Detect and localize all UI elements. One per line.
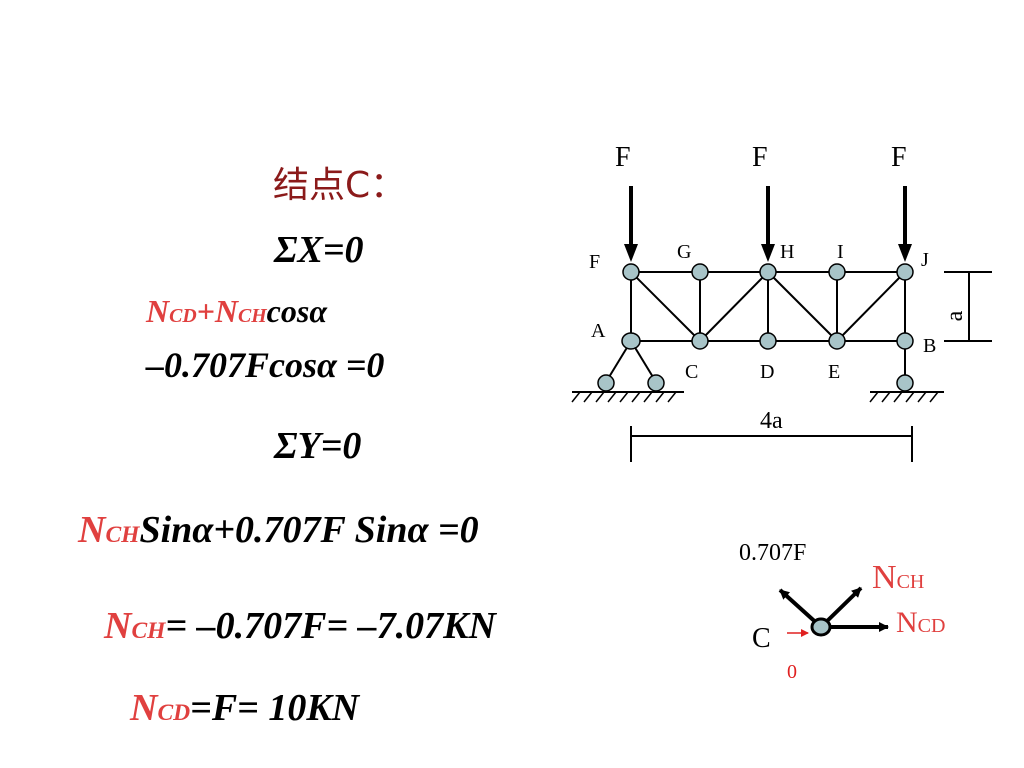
nch-symbol: N (104, 605, 132, 647)
node-label-i: I (837, 241, 844, 263)
nch-subscript: CH (131, 618, 166, 644)
cos-term: cosα (266, 293, 328, 329)
result-nch-value: = –0.707F= –7.07KN (165, 605, 496, 647)
plus-sign: + (196, 293, 215, 329)
truss-members (630, 271, 906, 342)
result-ncd: NCD=F= 10KN (130, 686, 359, 730)
ncd-subscript: CD (169, 305, 197, 327)
fbd-zero-label: 0 (787, 661, 797, 683)
equation-x-line2: –0.707Fcosα =0 (146, 345, 385, 385)
nch-subscript: CH (238, 305, 267, 327)
span-dimension (630, 426, 913, 462)
nch-symbol: N (78, 509, 106, 551)
ncd-symbol: N (130, 687, 158, 729)
load-arrows (624, 186, 912, 262)
node-label-e: E (828, 361, 840, 383)
node-label-b: B (923, 335, 936, 357)
height-dimension-label: a (942, 310, 968, 321)
fbd-nch-label: NCH (872, 559, 924, 596)
ncd-subscript: CD (157, 700, 191, 726)
node-label-j: J (921, 249, 929, 271)
equation-sum-y: ΣY=0 (274, 425, 362, 467)
node-label-d: D (760, 361, 774, 383)
equation-y-rest: Sinα+0.707F Sinα =0 (139, 509, 479, 551)
load-label-2: F (752, 142, 768, 173)
truss-joints (597, 263, 914, 392)
fbd-ncd-label: NCD (896, 606, 945, 639)
free-body-diagram (778, 586, 889, 637)
result-ncd-value: =F= 10KN (190, 687, 360, 729)
span-dimension-label: 4a (760, 408, 783, 434)
node-c-joint (810, 617, 832, 637)
result-nch: NCH= –0.707F= –7.07KN (104, 604, 496, 648)
node-label-g: G (677, 241, 691, 263)
fbd-node-label: C (752, 623, 771, 654)
equation-x-line1: NCD+NCHcosα (146, 293, 327, 330)
support-a (571, 340, 684, 403)
height-dimension (944, 271, 992, 342)
equation-sum-x: ΣX=0 (274, 229, 364, 271)
nch-subscript: CH (105, 522, 140, 548)
load-label-3: F (891, 142, 907, 173)
node-label-f: F (589, 251, 600, 273)
fbd-force-label: 0.707F (739, 540, 806, 566)
node-label-a: A (591, 320, 606, 342)
slide-title: 结点C： (273, 165, 407, 206)
node-label-h: H (780, 241, 794, 263)
nch-symbol: N (214, 293, 238, 329)
load-label-1: F (615, 142, 631, 173)
equation-y: NCHSinα+0.707F Sinα =0 (78, 508, 479, 552)
ncd-symbol: N (146, 293, 170, 329)
node-label-c: C (685, 361, 698, 383)
